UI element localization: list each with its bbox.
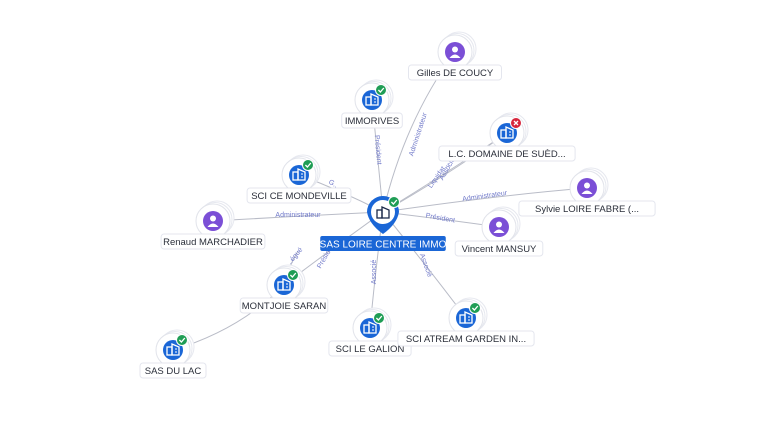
node-atream[interactable]: SCI ATREAM GARDEN IN... — [397, 297, 535, 347]
building-icon — [166, 343, 180, 356]
edge-label: G... — [327, 179, 340, 191]
node-label: SCI CE MONDEVILLE — [251, 191, 347, 202]
node-label-bg — [246, 187, 352, 204]
nodes-layer: Gilles DE COUCY IMMORIVES L.C. DOMAINE DE … — [139, 31, 656, 379]
node-label-bg — [139, 362, 207, 379]
building-icon — [277, 278, 291, 291]
center-label: SAS LOIRE CENTRE IMMO — [320, 240, 447, 251]
node-sylvie[interactable]: Sylvie LOIRE FABRE (... — [518, 167, 656, 217]
check-badge-icon — [375, 84, 387, 96]
edge-label: Administrateur — [408, 111, 429, 157]
edge-label: Associé — [418, 253, 433, 279]
node-sasdulac[interactable]: SAS DU LAC — [139, 329, 207, 379]
edge-label: Administrateur — [462, 190, 508, 203]
edge-label: ...égué — [285, 247, 304, 268]
building-icon — [365, 93, 379, 106]
node-immorives[interactable]: IMMORIVES — [341, 79, 403, 129]
node-label: Vincent MANSUY — [462, 244, 537, 255]
edge-label: Administrateur — [275, 212, 321, 219]
node-center[interactable]: SAS LOIRE CENTRE IMMO — [320, 196, 447, 251]
node-label-bg — [328, 340, 412, 357]
building-icon — [292, 168, 306, 181]
node-galion[interactable]: SCI LE GALION — [328, 307, 412, 357]
node-label: MONTJOIE SARAN — [242, 301, 327, 312]
check-badge-icon — [388, 196, 400, 208]
edge-label: Président — [425, 213, 455, 225]
node-scice[interactable]: SCI CE MONDEVILLE — [246, 154, 352, 204]
person-icon — [207, 215, 219, 227]
building-icon — [363, 321, 377, 334]
cross-badge-icon — [510, 117, 522, 129]
node-label: Renaud MARCHADIER — [163, 237, 263, 248]
node-label-bg — [438, 145, 576, 162]
node-renaud[interactable]: Renaud MARCHADIER — [160, 200, 266, 250]
edge-center-sylvie-5 — [382, 187, 588, 213]
edge-label: Associé — [371, 260, 378, 285]
building-icon — [376, 206, 390, 219]
person-icon — [581, 182, 593, 194]
node-gilles[interactable]: Gilles DE COUCY — [408, 31, 502, 81]
node-label-bg — [408, 64, 502, 81]
person-icon — [449, 46, 461, 58]
node-label-bg — [397, 330, 535, 347]
node-label-bg — [518, 200, 656, 217]
node-lc[interactable]: L.C. DOMAINE DE SUÈD... — [438, 112, 576, 162]
node-label: SAS DU LAC — [145, 366, 202, 377]
node-montjoie[interactable]: MONTJOIE SARAN — [239, 264, 329, 314]
building-icon — [500, 126, 514, 139]
node-label-bg — [454, 240, 544, 257]
check-badge-icon — [469, 302, 481, 314]
node-label: Sylvie LOIRE FABRE (... — [535, 204, 639, 215]
center-label-bg — [320, 236, 446, 251]
node-label-bg — [341, 112, 403, 129]
node-label: IMMORIVES — [345, 116, 399, 127]
node-label-bg — [160, 233, 266, 250]
check-badge-icon — [302, 159, 314, 171]
node-label: L.C. DOMAINE DE SUÈD... — [448, 149, 565, 160]
edge-label: Président — [373, 135, 383, 165]
check-badge-icon — [287, 269, 299, 281]
person-icon — [493, 221, 505, 233]
node-label: SCI LE GALION — [336, 344, 405, 355]
check-badge-icon — [176, 334, 188, 346]
building-icon — [459, 311, 473, 324]
node-label: SCI ATREAM GARDEN IN... — [406, 334, 526, 345]
node-label-bg — [239, 297, 329, 314]
check-badge-icon — [373, 312, 385, 324]
node-label: Gilles DE COUCY — [417, 68, 494, 79]
node-vincent[interactable]: Vincent MANSUY — [454, 206, 544, 257]
